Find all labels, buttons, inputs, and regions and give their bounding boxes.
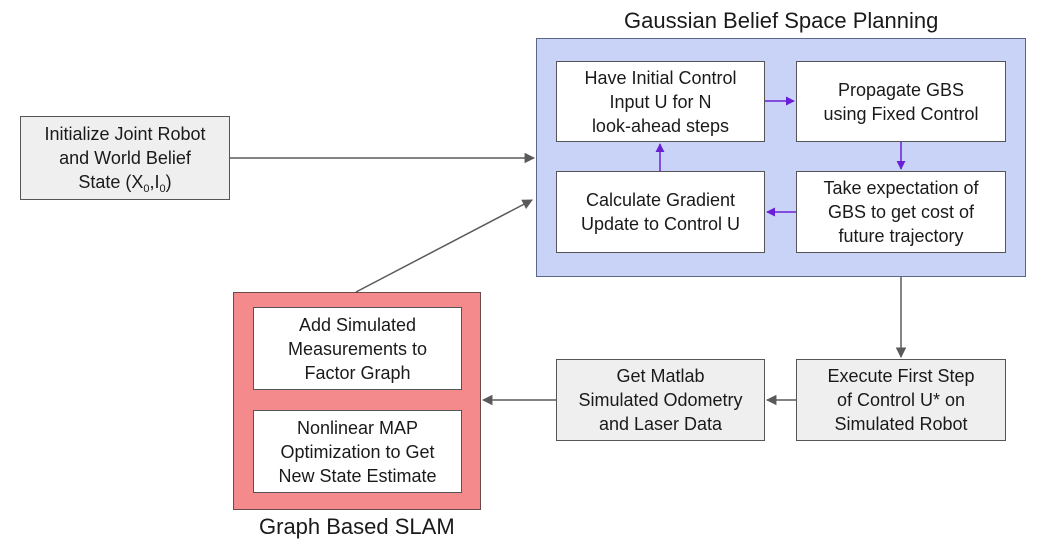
- initialize-suffix: ): [165, 172, 172, 192]
- initialize-sub-i: 0: [159, 183, 166, 195]
- propagate-gbs-label: Propagate GBS using Fixed Control: [823, 79, 979, 124]
- matlab-data-label: Get Matlab Simulated Odometry and Laser …: [578, 366, 743, 434]
- take-expectation-label: Take expectation of GBS to get cost of f…: [823, 178, 979, 246]
- initialize-belief-node: Initialize Joint Robot and World Belief …: [20, 116, 230, 200]
- initial-control-label: Have Initial Control Input U for N look-…: [584, 67, 737, 136]
- calculate-gradient-node: Calculate Gradient Update to Control U: [556, 171, 765, 253]
- nonlinear-map-node: Nonlinear MAP Optimization to Get New St…: [253, 410, 462, 493]
- propagate-gbs-node: Propagate GBS using Fixed Control: [796, 61, 1006, 142]
- initial-control-node: Have Initial Control Input U for N look-…: [556, 61, 765, 142]
- initialize-line-1: Initialize Joint Robot: [44, 124, 206, 144]
- take-expectation-node: Take expectation of GBS to get cost of f…: [796, 171, 1006, 253]
- initialize-line-2: and World Belief: [59, 148, 191, 168]
- execute-first-step-node: Execute First Step of Control U* on Simu…: [796, 359, 1006, 441]
- slam-group-title: Graph Based SLAM: [259, 514, 455, 539]
- matlab-data-node: Get Matlab Simulated Odometry and Laser …: [556, 359, 765, 441]
- execute-first-step-label: Execute First Step of Control U* on Simu…: [827, 366, 975, 434]
- initialize-sub-x: 0: [143, 183, 150, 195]
- arrow-slam-to-gbs: [355, 199, 533, 293]
- calculate-gradient-label: Calculate Gradient Update to Control U: [580, 190, 741, 234]
- add-measurements-node: Add Simulated Measurements to Factor Gra…: [253, 307, 462, 390]
- gbs-group-title: Gaussian Belief Space Planning: [624, 8, 939, 33]
- initialize-line-3: State (X0,I0): [44, 170, 205, 195]
- nonlinear-map-label: Nonlinear MAP Optimization to Get New St…: [278, 417, 437, 486]
- add-measurements-label: Add Simulated Measurements to Factor Gra…: [287, 314, 428, 383]
- initialize-state-prefix: State (X: [78, 172, 144, 192]
- initialize-comma: ,I: [149, 172, 160, 192]
